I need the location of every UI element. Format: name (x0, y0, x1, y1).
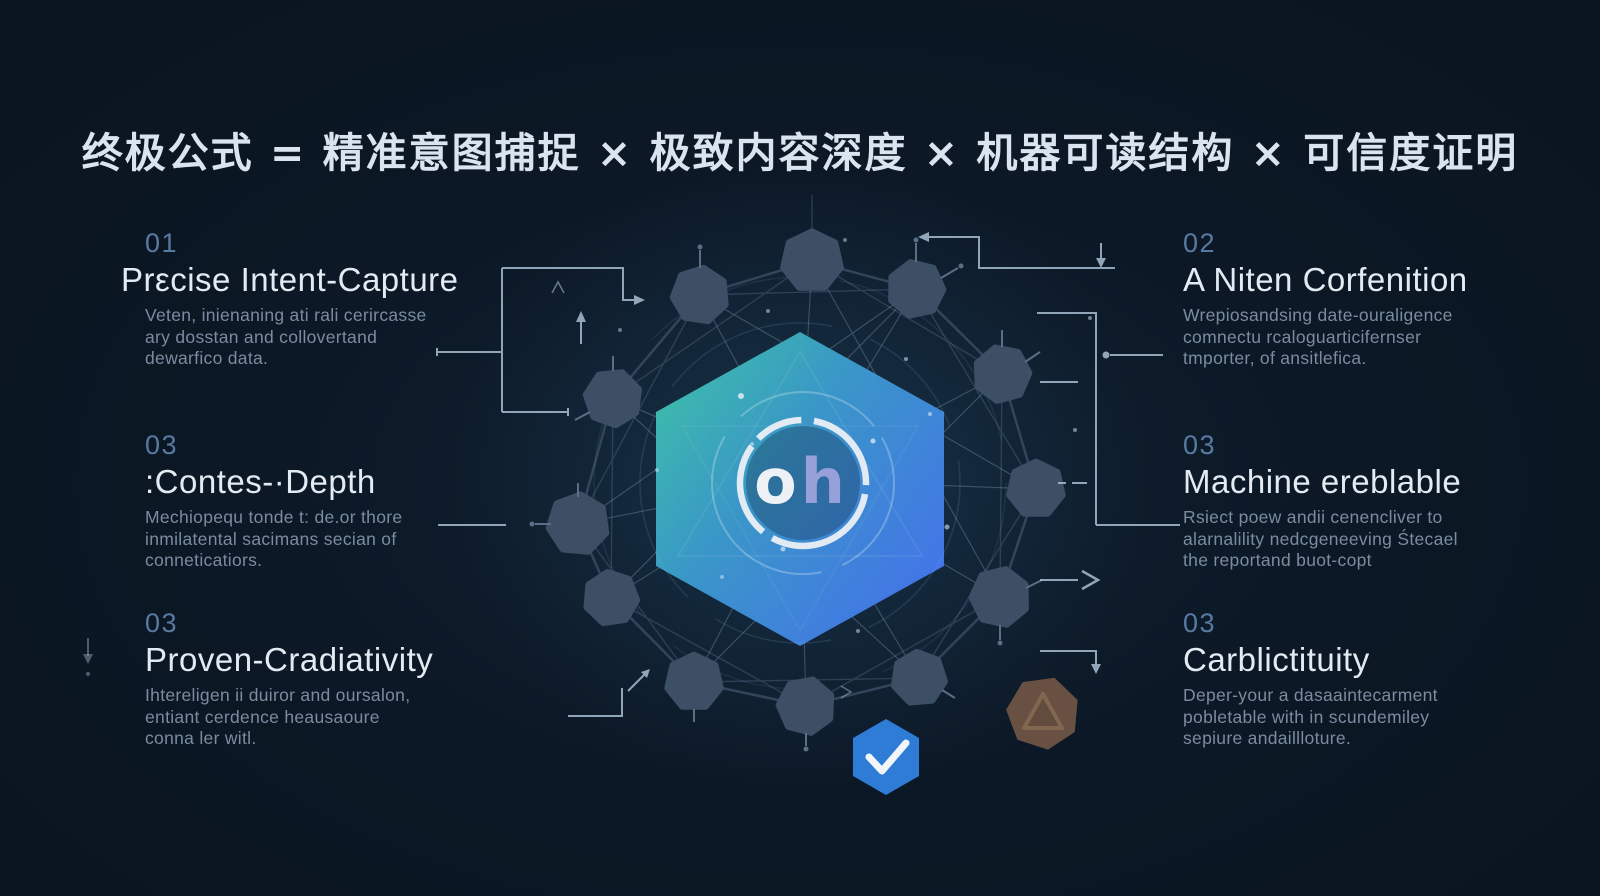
body-line: inmilatental sacimans secian of (145, 528, 397, 549)
section-title: Carblictituity (1183, 641, 1370, 678)
body-line: conneticatiors. (145, 550, 263, 570)
section-contes-depth: 03 :Contes-·Depth Mechiopequ tonde t: de… (145, 428, 545, 572)
body-line: ary dosstan and collovertand (145, 326, 378, 347)
network-node (668, 655, 721, 706)
section-title: Machine ereblable (1183, 463, 1462, 500)
logo-ring (736, 416, 870, 550)
section-body: Deper-your a dasaaintecarment pobletable… (1183, 685, 1583, 750)
section-proven-cradiativity: 03 Proven-Cradiativity Ihtereligen ii du… (145, 606, 545, 750)
network-node (1010, 462, 1063, 513)
section-title: :Contes-·Depth (145, 463, 376, 500)
body-line: the reportand buot-copt (1183, 550, 1372, 570)
section-number: 01 (145, 228, 179, 258)
circuit-lines (83, 232, 1180, 717)
body-line: Mechiopequ tonde t: de.or thore (145, 507, 403, 527)
oh-logo: oh (754, 445, 846, 518)
section-body: Rsiect poew andii cenencliver to alarnal… (1183, 507, 1583, 572)
section-body: Veten, inienaning ati rali cerircasse ar… (145, 305, 545, 370)
triangle-badge-icon (998, 666, 1089, 756)
body-line: Ihtereligen ii duiror and oursalon, (145, 685, 411, 705)
logo-letter-o: o (754, 445, 798, 518)
section-niten-corfenition: 02 A Niten Corfenition Wrepiosandsing da… (1183, 226, 1583, 370)
section-machine-ereblable: 03 Machine ereblable Rsiect poew andii c… (1183, 428, 1583, 572)
body-line: alarnalility nedcgeneeving Śtecael (1183, 528, 1458, 549)
section-title: Prεcise Intent-Capture (121, 261, 459, 298)
body-line: tmporter, of ansitlefica. (1183, 348, 1367, 368)
section-body: Ihtereligen ii duiror and oursalon, enti… (145, 685, 545, 750)
section-body: Wrepiosandsing date-ouraligence comnectu… (1183, 305, 1583, 370)
section-number: 02 (1183, 228, 1217, 258)
body-line: Wrepiosandsing date-ouraligence (1183, 305, 1453, 325)
section-body: Mechiopequ tonde t: de.or thore inmilate… (145, 507, 545, 572)
section-number: 03 (1183, 430, 1217, 460)
body-line: dewarfico data. (145, 348, 269, 368)
logo-letter-h: h (801, 445, 846, 518)
particle-dots (618, 238, 1092, 633)
body-line: pobletable with in scundemiley (1183, 706, 1430, 727)
section-title: A Niten Corfenition (1183, 261, 1468, 298)
section-number: 03 (1183, 608, 1217, 638)
body-line: sepiure andaillloture. (1183, 728, 1352, 748)
section-number: 03 (145, 608, 179, 638)
network-node (784, 232, 841, 287)
node-stubs (529, 237, 1043, 752)
body-line: entiant cerdence heausaoure (145, 706, 380, 727)
body-line: conna ler witl. (145, 728, 257, 748)
central-hexagon (656, 332, 944, 646)
verified-check-icon (853, 719, 919, 795)
body-line: Deper-your a dasaaintecarment (1183, 685, 1438, 705)
section-number: 03 (145, 430, 179, 460)
section-title: Proven-Cradiativity (145, 641, 434, 678)
body-line: Rsiect poew andii cenencliver to (1183, 507, 1443, 527)
body-line: comnectu rcaloguarticifernser (1183, 326, 1422, 347)
section-precise-intent-capture: 01 Prεcise Intent-Capture Veten, inienan… (121, 226, 545, 370)
body-line: Veten, inienaning ati rali cerircasse (145, 305, 427, 325)
section-carblictituity: 03 Carblictituity Deper-your a dasaainte… (1183, 606, 1583, 750)
